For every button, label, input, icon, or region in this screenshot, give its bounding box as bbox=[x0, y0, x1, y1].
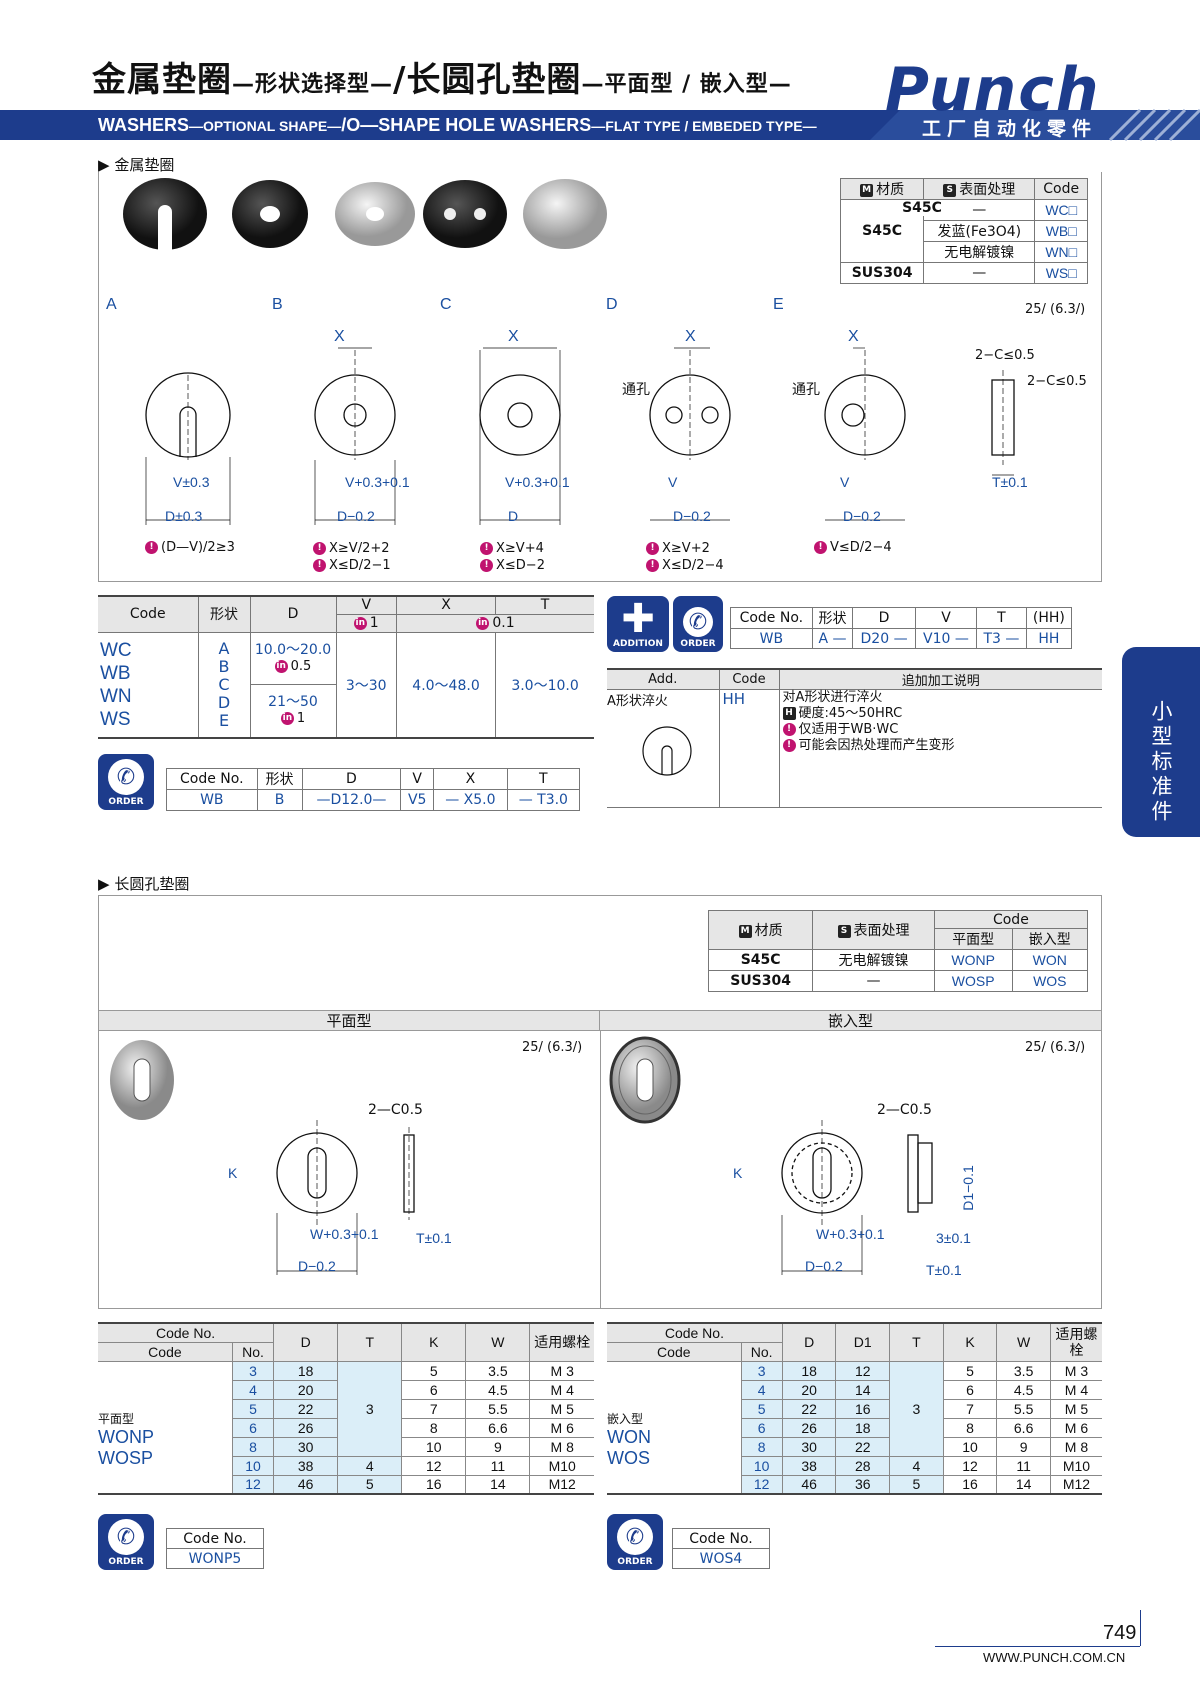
addition-icon[interactable]: ✚ADDITION bbox=[607, 596, 669, 652]
roughness-emb: 25/ (6.3/) bbox=[1025, 1040, 1086, 1055]
side-c1: 2−C≤0.5 bbox=[975, 348, 1035, 363]
emb-d: D−0.2 bbox=[805, 1258, 843, 1274]
order-example-flat: Code No.WONP5 bbox=[166, 1528, 264, 1569]
dim-x-d: X bbox=[685, 328, 696, 345]
roughness-flat: 25/ (6.3/) bbox=[522, 1040, 583, 1055]
order-icon-add[interactable]: ✆ORDER bbox=[673, 596, 723, 652]
dim-d-e: D−0.2 bbox=[843, 508, 881, 524]
order-icon-emb[interactable]: ✆ORDER bbox=[607, 1514, 663, 1570]
note-a: !(D—V)/2≥3 bbox=[145, 540, 235, 555]
footer-line bbox=[935, 1646, 1140, 1647]
side-t: T±0.1 bbox=[992, 474, 1028, 490]
emb-c: 2—C0.5 bbox=[877, 1102, 932, 1118]
through-hole-e: 通孔 bbox=[792, 382, 820, 398]
side-tab[interactable]: 小型标准件 bbox=[1122, 647, 1200, 837]
dim-d-d: D−0.2 bbox=[673, 508, 711, 524]
emb-k: K bbox=[733, 1165, 743, 1181]
order-example-emb: Code No.WOS4 bbox=[672, 1528, 770, 1569]
flat-k: K bbox=[228, 1165, 238, 1181]
shape-label-b: B bbox=[272, 296, 283, 313]
dim-d-a: D±0.3 bbox=[165, 508, 203, 524]
dim-v-d: V bbox=[668, 474, 678, 490]
washer-photos bbox=[123, 178, 607, 252]
emb-w: W+0.3+0.1 bbox=[816, 1226, 885, 1242]
dim-v-e: V bbox=[840, 474, 850, 490]
order-icon-1[interactable]: ✆ORDER bbox=[98, 754, 154, 810]
section-title-washers: ▶ 金属垫圈 bbox=[98, 156, 175, 174]
divider bbox=[600, 1031, 601, 1309]
o-washer-drawings bbox=[110, 1036, 933, 1275]
footer-url[interactable]: WWW.PUNCH.COM.CN bbox=[983, 1650, 1126, 1665]
roughness-1: 25/ (6.3/) bbox=[1025, 302, 1086, 317]
flat-type-header: 平面型 bbox=[99, 1010, 600, 1031]
shape-label-e: E bbox=[773, 296, 784, 313]
footer-vline bbox=[1140, 1610, 1141, 1646]
s45c-label: S45C bbox=[888, 200, 956, 216]
note-b: !X≥V/2+2!X≤D/2−1 bbox=[313, 540, 391, 574]
flat-c: 2—C0.5 bbox=[368, 1102, 423, 1118]
page-number: 749 bbox=[1103, 1622, 1137, 1644]
punch-logo: Punch bbox=[885, 55, 1101, 125]
shape-drawings bbox=[145, 347, 1015, 525]
dim-d-c: D bbox=[508, 508, 519, 524]
flat-w: W+0.3+0.1 bbox=[310, 1226, 379, 1242]
emb-t: T±0.1 bbox=[926, 1262, 962, 1278]
emb-t3: 3±0.1 bbox=[936, 1230, 971, 1246]
note-d: !X≥V+2!X≤D/2−4 bbox=[646, 540, 724, 574]
logo-sub: 工厂自动化零件 bbox=[922, 118, 1098, 140]
section-title-o-washers: ▶ 长圆孔垫圈 bbox=[98, 875, 190, 893]
dim-v-c: V+0.3+0.1 bbox=[505, 474, 570, 490]
emb-type-header: 嵌入型 bbox=[600, 1010, 1101, 1031]
order-icon-flat[interactable]: ✆ORDER bbox=[98, 1514, 154, 1570]
dim-v-b: V+0.3+0.1 bbox=[345, 474, 410, 490]
shape-label-c: C bbox=[440, 296, 452, 313]
flat-t: T±0.1 bbox=[416, 1230, 452, 1246]
shape-label-a: A bbox=[106, 296, 117, 313]
shape-label-d: D bbox=[606, 296, 618, 313]
header-stripes bbox=[870, 108, 1200, 142]
note-e: !V≤D/2−4 bbox=[814, 540, 892, 555]
flat-d: D−0.2 bbox=[298, 1258, 336, 1274]
dim-x-b: X bbox=[334, 328, 345, 345]
shape-a-hardened-drawing bbox=[642, 726, 692, 776]
note-c: !X≥V+4!X≤D−2 bbox=[480, 540, 545, 574]
dim-x-e: X bbox=[848, 328, 859, 345]
washer-figure-box bbox=[98, 172, 1102, 582]
dim-d-b: D−0.2 bbox=[337, 508, 375, 524]
dim-x-c: X bbox=[508, 328, 519, 345]
title-cn: 金属垫圈—形状选择型—/长圆孔垫圈—平面型 / 嵌入型— bbox=[92, 60, 792, 100]
emb-d1: D1−0.1 bbox=[959, 1165, 976, 1211]
through-hole-d: 通孔 bbox=[622, 382, 650, 398]
dim-v-a: V±0.3 bbox=[173, 474, 210, 490]
side-c2: 2−C≤0.5 bbox=[1027, 374, 1087, 389]
